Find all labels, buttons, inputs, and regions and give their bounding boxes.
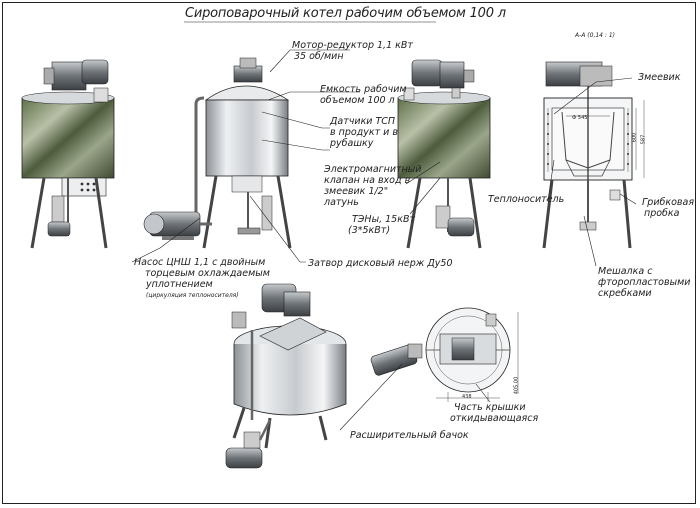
callout-motor-reducer-1: Мотор-редуктор 1,1 кВт xyxy=(292,40,413,51)
callout-pump-1: Насос ЦНШ 1,1 с двойным xyxy=(134,257,266,268)
section-label: А-А (0,14 : 1) xyxy=(575,32,615,39)
callout-mushroom-2: пробка xyxy=(644,208,680,219)
callout-expansion-tank: Расширительный бачок xyxy=(350,430,469,441)
dimension-587: 587 xyxy=(640,134,647,145)
callout-lid-2: откидывающаяся xyxy=(450,413,539,424)
vessel-front-view-2 xyxy=(143,57,292,249)
callout-lid-1: Часть крышки xyxy=(454,402,526,413)
callout-valve-2: клапан на вход в xyxy=(324,175,411,186)
callout-butterfly-valve: Затвор дисковый нерж Ду50 xyxy=(308,258,453,269)
callout-mixer-3: скребками xyxy=(598,288,652,299)
callout-valve-1: Электромагнитный xyxy=(324,164,422,175)
callout-coil: Змеевик xyxy=(638,72,681,83)
vessel-isometric-view xyxy=(225,283,347,469)
callout-heaters-2: (3*5кВт) xyxy=(348,225,391,236)
dimension-438: 438 xyxy=(462,394,472,400)
callout-pump-4: (циркуляция теплоносителя) xyxy=(146,292,239,299)
vessel-section-view xyxy=(542,61,645,249)
callout-pump-2: торцевым охлаждаемым xyxy=(145,268,270,279)
leader-lines xyxy=(131,21,637,431)
callout-sensors-3: рубашку xyxy=(330,138,374,149)
drawing-title: Сироповарочный котел рабочим объемом 100… xyxy=(185,6,506,21)
callout-tank-1: Емкость рабочим xyxy=(320,84,407,95)
drawing-frame xyxy=(2,2,696,504)
dimension-405: 405.00 xyxy=(513,376,520,395)
callout-tank-2: объемом 100 л xyxy=(320,95,395,106)
callout-motor-reducer-2: 35 об/мин xyxy=(294,51,344,62)
vessel-front-view-3 xyxy=(397,59,491,249)
callout-valve-4: латунь xyxy=(324,197,359,208)
callout-sensors-2: в продукт и в xyxy=(330,127,398,138)
vessel-top-view xyxy=(370,307,519,402)
callout-mixer-1: Мешалка с xyxy=(598,266,653,277)
callout-heaters-1: ТЭНы, 15кВт xyxy=(352,214,415,225)
callout-sensors-1: Датчики ТСП xyxy=(330,116,396,127)
callout-mixer-2: фторопластовыми xyxy=(598,277,691,288)
callout-heat-carrier: Теплоноситель xyxy=(488,194,565,205)
callout-valve-3: змеевик 1/2" xyxy=(324,186,389,197)
dimension-diameter: Ф 545 xyxy=(572,115,588,121)
vessel-front-view-1 xyxy=(21,59,115,249)
callout-mushroom-1: Грибковая xyxy=(642,197,695,208)
callout-pump-3: уплотнением xyxy=(146,279,213,290)
